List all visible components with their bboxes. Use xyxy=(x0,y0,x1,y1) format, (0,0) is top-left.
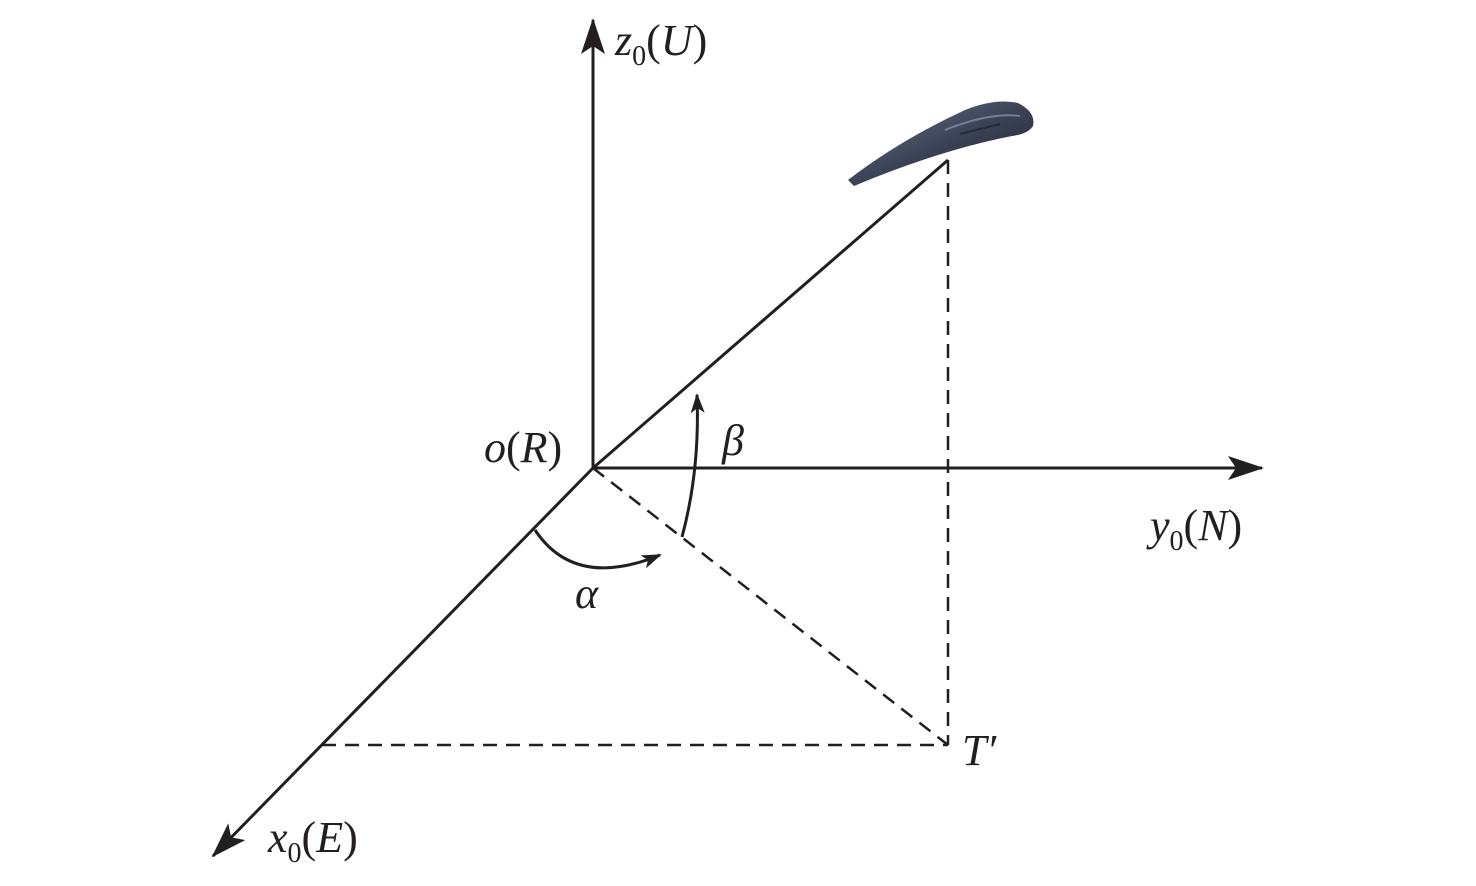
line-of-sight xyxy=(592,158,949,470)
y-axis-label: y0(N) xyxy=(1146,501,1242,557)
aircraft-icon xyxy=(848,101,1034,186)
beta-label: β xyxy=(721,416,744,465)
z-axis-label: z0(U) xyxy=(614,16,707,72)
ground-projection-line xyxy=(592,467,949,746)
origin-label: o(R) xyxy=(484,423,562,472)
x-axis-label: x0(E) xyxy=(267,813,358,869)
alpha-label: α xyxy=(575,569,599,618)
alpha-arc xyxy=(533,529,662,570)
x-axis xyxy=(211,466,595,858)
beta-arc xyxy=(680,393,705,538)
projection-point-label: T′ xyxy=(962,726,997,775)
